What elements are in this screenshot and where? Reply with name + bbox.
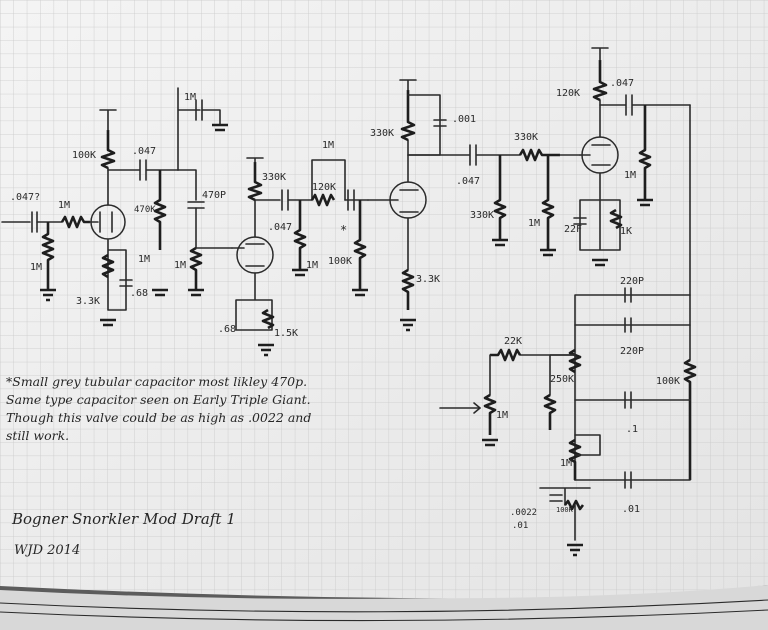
cathode-resistor-1 <box>101 253 115 279</box>
note-line-1: *Small grey tubular capacitor most likle… <box>6 374 307 389</box>
plate-resistor-3 <box>400 90 416 142</box>
cathode-resistor-3 <box>401 268 415 310</box>
label-330k-b: 330K <box>370 128 394 139</box>
label-120k-b: 120K <box>556 88 580 99</box>
label-100k: 100K <box>72 150 96 161</box>
resistor-100k-b <box>353 200 367 290</box>
cap-01-mid <box>624 391 632 409</box>
resistor-330k-c <box>493 155 507 240</box>
cathode-cap-4 <box>573 217 587 225</box>
label-33k-b: 3.3K <box>416 274 440 285</box>
label-047a: .047? <box>10 192 40 203</box>
cap-220p-b <box>624 317 632 333</box>
label-047d: .047 <box>456 176 480 187</box>
grid-stopper-resistor <box>60 215 90 229</box>
resistor-1m-i <box>483 393 497 435</box>
label-22f: 22F <box>564 224 582 235</box>
label-100k-b: 100K <box>328 256 352 267</box>
coupling-cap-3 <box>407 144 521 166</box>
cap-star <box>344 189 369 211</box>
label-001: .001 <box>452 114 476 125</box>
signature: WJD 2014 <box>14 543 80 558</box>
plate-resistor-2 <box>247 162 263 202</box>
cap-001 <box>433 119 447 127</box>
cap-01-bottom <box>624 471 632 489</box>
note-line-2: Same type capacitor seen on Early Triple… <box>6 392 311 407</box>
grid-leak-resistor-1 <box>41 222 55 290</box>
label-047c: .047 <box>268 222 292 233</box>
label-1m-f: 1M <box>528 218 540 229</box>
resistor-1m-h <box>543 393 557 430</box>
label-1m-c: 1M <box>174 260 186 271</box>
label-220p-b: 220P <box>620 346 644 357</box>
label-0022: .0022 <box>510 508 537 518</box>
cap-0022 <box>549 494 563 502</box>
coupling-cap-2 <box>254 189 313 211</box>
label-22k: 22K <box>504 336 522 347</box>
cathode-resistor-4 <box>609 208 623 230</box>
label-1m-g: 1M <box>624 170 636 181</box>
label-120k: 120K <box>312 182 336 193</box>
note-line-3: Though this valve could be as high as .0… <box>6 410 311 425</box>
coupling-cap-4 <box>599 94 691 116</box>
label-330k-a: 330K <box>262 172 286 183</box>
note-line-4: still work. <box>6 428 69 443</box>
label-1m-d: 1M <box>306 260 318 271</box>
label-250k: 250K <box>550 374 574 385</box>
resistor-1m-b <box>189 246 203 290</box>
resistor-330k-d <box>518 148 560 162</box>
label-1k: 1K <box>620 226 632 237</box>
resistor-120k <box>310 193 336 207</box>
label-100k-c: 100K <box>656 376 680 387</box>
coupling-cap-1 <box>107 159 179 181</box>
resistor-100k-c <box>683 358 697 480</box>
plate-resistor-4 <box>592 60 608 102</box>
resistor-22k <box>490 348 522 362</box>
label-1m-a: 1M <box>58 200 70 211</box>
resistor-100k-d <box>563 499 585 511</box>
resistor-1m-g <box>638 105 652 200</box>
label-1m-h: 1M <box>560 458 572 469</box>
cap-220p-a <box>624 287 632 303</box>
label-1m-i: 1M <box>496 410 508 421</box>
cathode-resistor-2 <box>261 308 275 330</box>
label-1: .1 <box>626 424 638 435</box>
label-1m-b: 1M <box>138 254 150 265</box>
label-100k-d: 100K <box>556 506 574 514</box>
handwritten-notes: *Small grey tubular capacitor most likle… <box>6 374 311 558</box>
label-01b: .01 <box>622 504 640 515</box>
graph-grid <box>0 0 768 599</box>
label-15k: 1.5K <box>274 328 298 339</box>
label-047e: .047 <box>610 78 634 89</box>
label-330k-c: 330K <box>470 210 494 221</box>
label-220p-a: 220P <box>620 276 644 287</box>
resistor-1m-tone <box>568 438 582 480</box>
label-33k: 3.3K <box>76 296 100 307</box>
label-047b: .047 <box>132 146 156 157</box>
label-68a: .68 <box>130 288 148 299</box>
cathode-cap-1 <box>119 279 133 287</box>
resistor-1m-f <box>541 155 555 250</box>
label-1m-e: 1M <box>322 140 334 151</box>
label-01a: .01 <box>512 521 528 531</box>
label-470k: 470K <box>134 205 156 215</box>
circuit-drawing <box>1 47 697 557</box>
label-1m-top: 1M <box>184 92 196 103</box>
label-68b: .68 <box>218 324 236 335</box>
resistor-1m-d <box>293 200 307 270</box>
pot-250k <box>568 348 582 374</box>
resistor-470k <box>153 170 167 250</box>
plate-resistor-1 <box>100 130 116 170</box>
label-star: * <box>340 223 347 237</box>
label-1m-v1: 1M <box>30 262 42 273</box>
label-470p: 470P <box>202 190 226 201</box>
label-330k-d: 330K <box>514 132 538 143</box>
component-labels: .047? 1M 1M 100K .047 470K 470P 1M 1M 1M… <box>10 78 680 531</box>
drawing-title: Bogner Snorkler Mod Draft 1 <box>11 510 236 528</box>
